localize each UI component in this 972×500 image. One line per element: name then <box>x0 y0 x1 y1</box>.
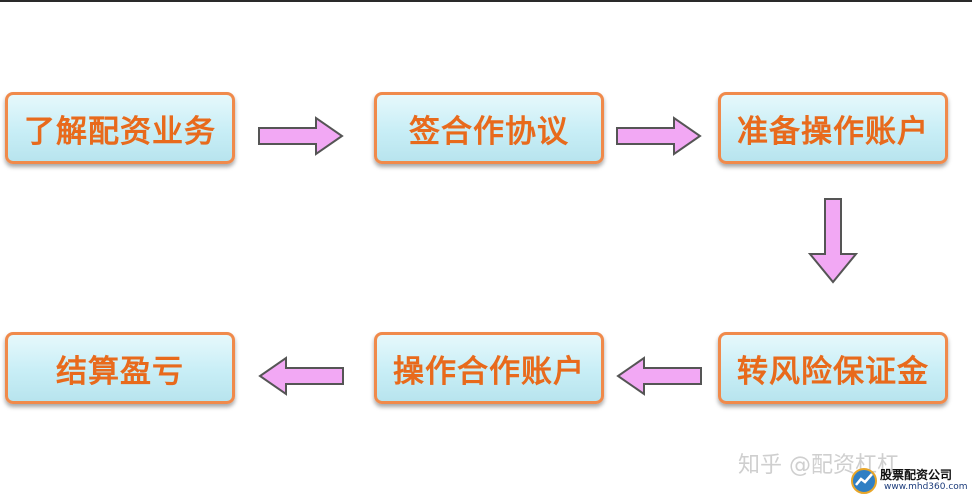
step-box-1: 了解配资业务 <box>5 92 235 164</box>
step-label-1: 了解配资业务 <box>24 113 216 150</box>
arrow-down-icon <box>807 198 859 284</box>
logo-url: www.mhd360.com <box>884 482 968 492</box>
site-logo: 股票配资公司 www.mhd360.com <box>850 464 968 498</box>
step-label-5: 操作合作账户 <box>393 353 585 390</box>
step-box-6: 结算盈亏 <box>5 332 235 404</box>
arrow-left-icon <box>258 356 344 396</box>
step-box-4: 转风险保证金 <box>718 332 948 404</box>
step-label-4: 转风险保证金 <box>737 353 929 390</box>
logo-title: 股票配资公司 <box>880 468 953 482</box>
step-box-5: 操作合作账户 <box>374 332 604 404</box>
arrow-right-icon <box>616 116 702 156</box>
step-box-3: 准备操作账户 <box>718 92 948 164</box>
step-label-2: 签合作协议 <box>409 113 569 150</box>
step-label-6: 结算盈亏 <box>56 353 184 390</box>
top-border <box>0 0 972 2</box>
logo-icon <box>851 468 877 494</box>
arrow-right-icon <box>258 116 344 156</box>
step-label-3: 准备操作账户 <box>737 113 929 150</box>
step-box-2: 签合作协议 <box>374 92 604 164</box>
arrow-left-icon <box>616 356 702 396</box>
